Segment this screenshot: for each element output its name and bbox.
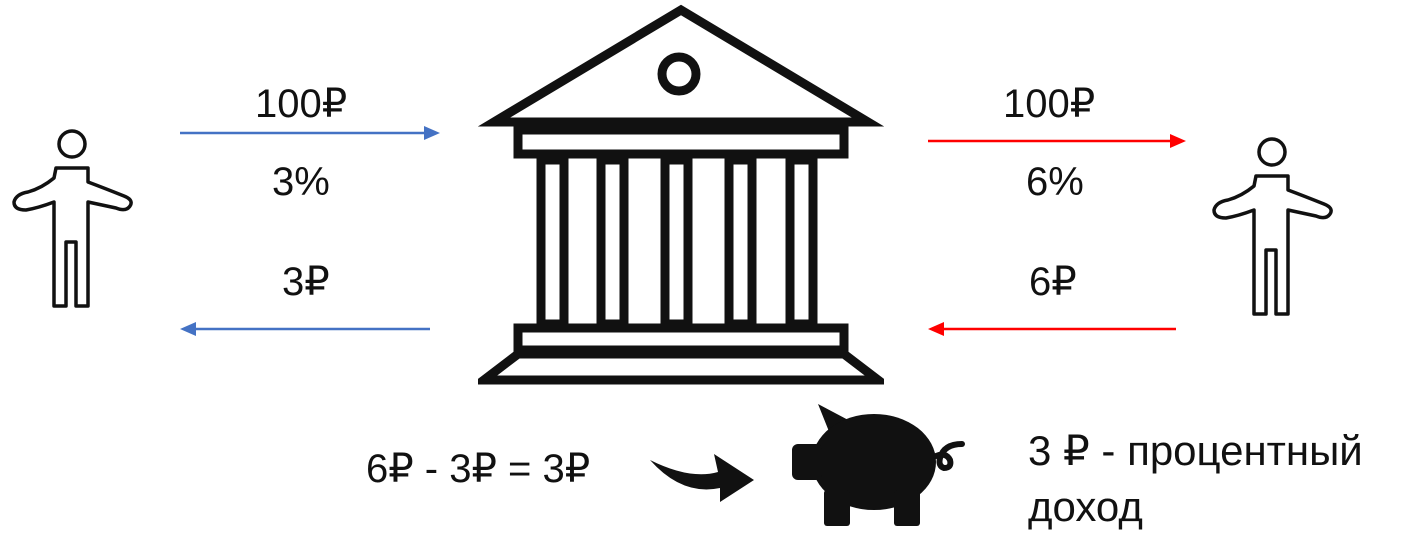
bank-icon — [478, 4, 884, 385]
calculation-label: 6₽ - 3₽ = 3₽ — [366, 447, 591, 491]
income-label-line1: 3 ₽ - процентный — [1028, 427, 1363, 474]
deposit-amount-label: 100₽ — [255, 82, 348, 126]
deposit-arrow — [180, 126, 440, 140]
curved-arrow-icon — [650, 454, 754, 502]
loan-amount-label: 100₽ — [1003, 82, 1096, 126]
interest-received-arrow — [928, 322, 1176, 336]
interest-paid-label: 3₽ — [282, 260, 330, 304]
interest-paid-arrow — [180, 322, 430, 336]
income-label-line2: доход — [1028, 483, 1143, 530]
piggy-bank-icon — [792, 404, 965, 526]
loan-arrow — [928, 134, 1186, 148]
borrower-person-icon — [1212, 137, 1333, 316]
interest-received-label: 6₽ — [1029, 260, 1077, 304]
loan-rate-label: 6% — [1026, 160, 1084, 204]
depositor-person-icon — [12, 129, 133, 308]
deposit-rate-label: 3% — [272, 160, 330, 204]
